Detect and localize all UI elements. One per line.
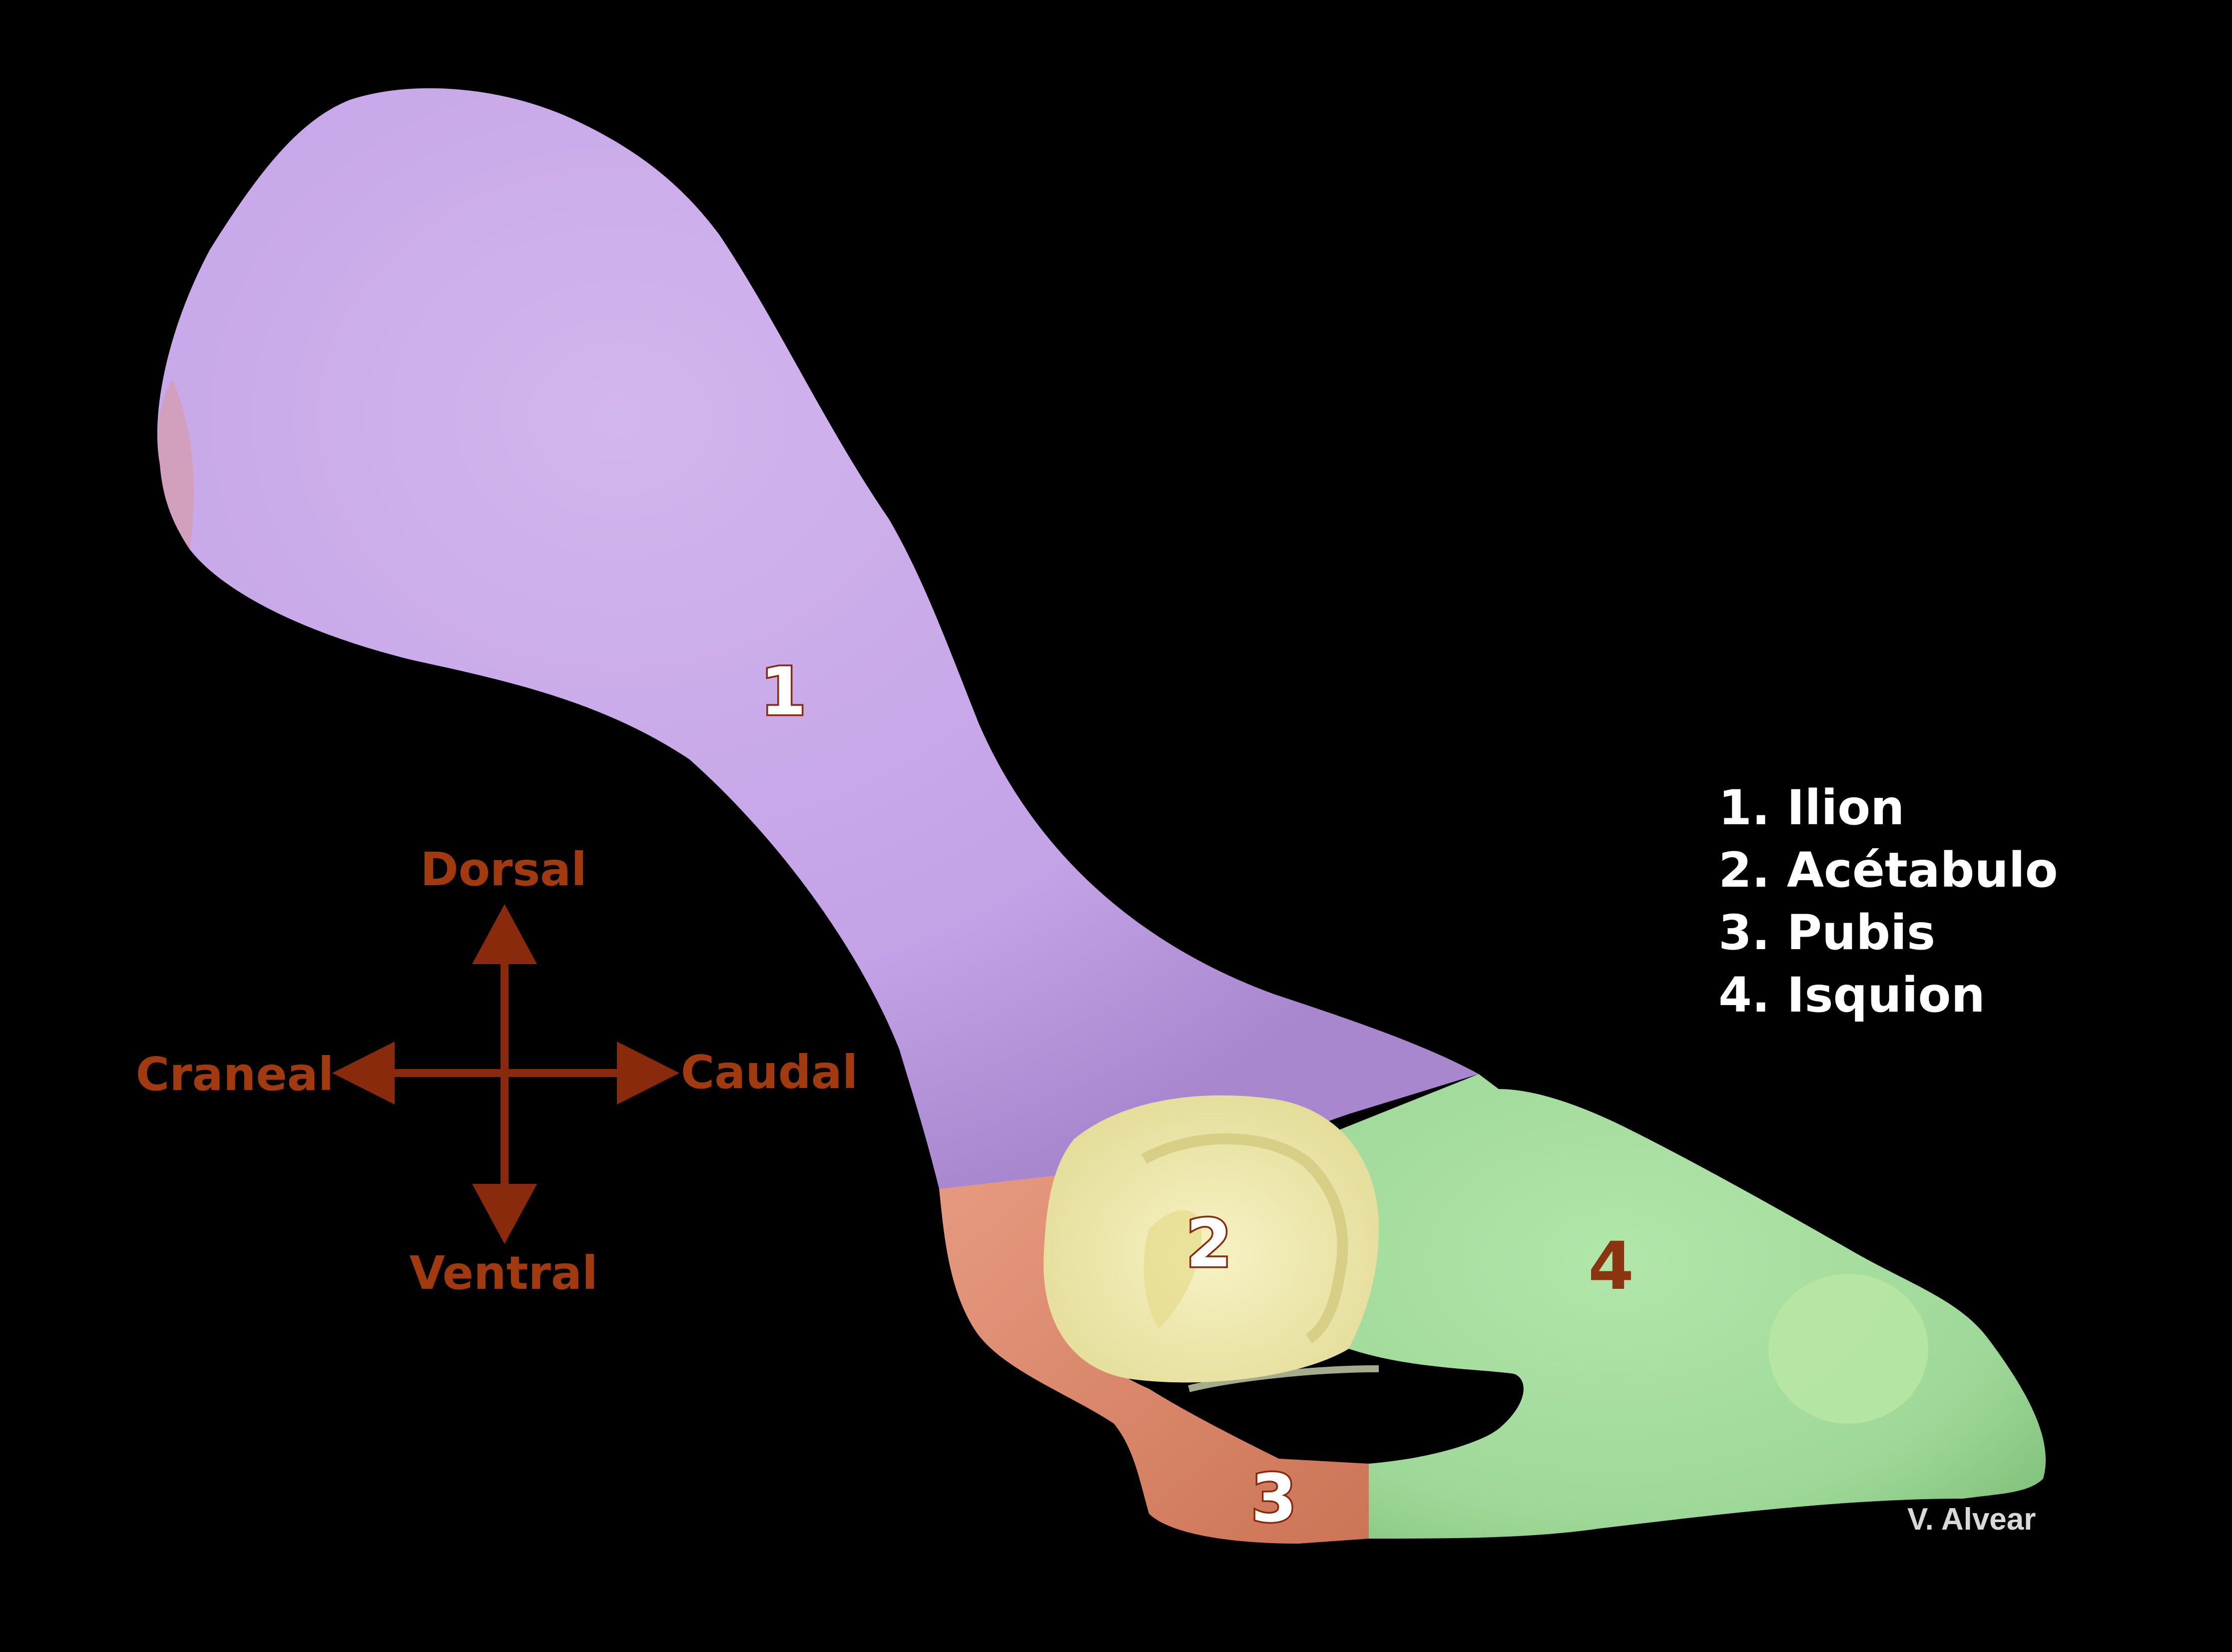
arrow-left-icon: [332, 1042, 395, 1104]
obturator-foramen: [1189, 1369, 1524, 1460]
ilion-tip-shade: [158, 380, 194, 550]
region-label-acetabulo: 2: [1186, 1205, 1232, 1282]
arrow-up-icon: [472, 904, 537, 964]
arrow-down-icon: [472, 1184, 537, 1244]
isquion-region: [1329, 1074, 2046, 1539]
orientation-arrows: [332, 904, 679, 1244]
isquion-tuberosity: [1768, 1274, 1928, 1424]
legend-item-isquion: 4. Isquion: [1718, 967, 1985, 1023]
legend-item-pubis: 3. Pubis: [1718, 905, 1935, 961]
region-label-isquion: 4: [1588, 1228, 1634, 1305]
ilion-region: [157, 88, 1479, 1189]
direction-craneal: Craneal: [136, 1048, 334, 1101]
acetabulo-region: [1043, 1095, 1379, 1383]
direction-caudal: Caudal: [681, 1046, 858, 1099]
direction-dorsal: Dorsal: [420, 843, 586, 896]
foramen-rim: [1188, 1365, 1379, 1392]
direction-ventral: Ventral: [409, 1246, 597, 1300]
acetabulo-inner-shade: [1143, 1210, 1202, 1329]
legend-item-ilion: 1. Ilion: [1718, 780, 1905, 836]
photo-credit: V. Alvear: [1907, 1502, 2036, 1537]
legend-item-acetabulo: 2. Acétabulo: [1718, 842, 2058, 898]
region-label-pubis: 3: [1251, 1460, 1297, 1537]
acetabulo-rim: [1141, 1133, 1348, 1344]
legend: 1. Ilion 2. Acétabulo 3. Pubis 4. Isquio…: [1718, 780, 2058, 1023]
arrow-right-icon: [617, 1042, 679, 1104]
region-label-ilion: 1: [760, 653, 806, 730]
